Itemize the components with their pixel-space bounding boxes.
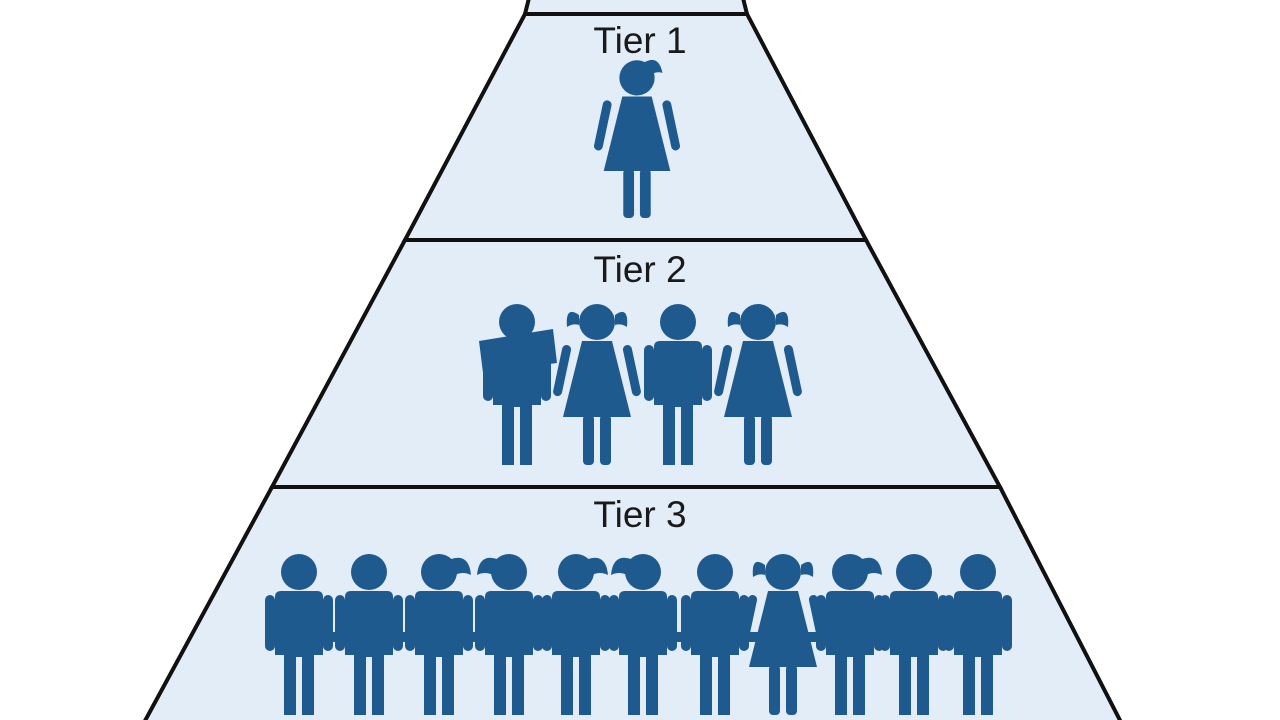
tier-3-figures: [265, 554, 1012, 715]
tier-2-label: Tier 2: [593, 249, 686, 290]
girl-ponytail-figure: [405, 554, 473, 715]
tier-2-figures: [479, 304, 803, 465]
girl-ponytail-figure: [542, 554, 610, 715]
tier-1-figures: [593, 59, 681, 218]
girl-ponytail-figure: [475, 554, 543, 715]
girl-ponytail-figure: [816, 554, 884, 715]
girl-ponytail-figure: [609, 554, 677, 715]
boy-with-book-figure: [479, 304, 557, 465]
girl-pigtails-figure: [738, 554, 828, 715]
girl-figure: [593, 59, 681, 218]
girl-pigtails-figure: [552, 304, 642, 465]
tier-3-label: Tier 3: [593, 494, 686, 535]
girl-pigtails-figure: [713, 304, 803, 465]
pyramid-top-cap: [522, 0, 750, 16]
tier-1-label: Tier 1: [593, 20, 686, 61]
